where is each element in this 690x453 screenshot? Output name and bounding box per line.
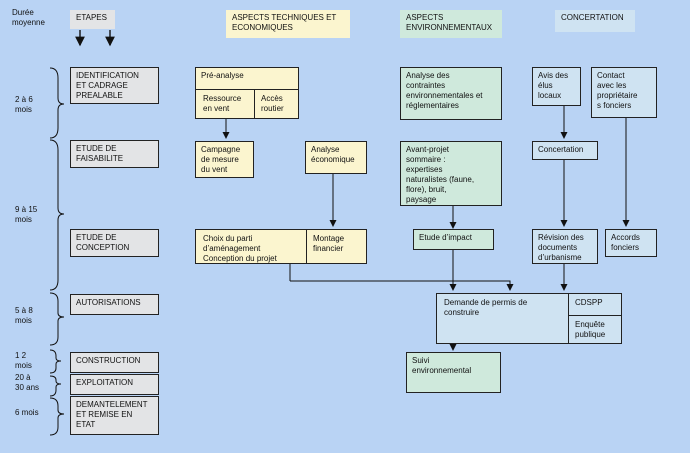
- duration-identification: 2 à 6 mois: [15, 95, 33, 114]
- avis-elus-box: Avis des élus locaux: [532, 67, 581, 106]
- arrow-choix-permis-horizontal: [290, 280, 514, 291]
- etude-impact-box: Etude d’impact: [413, 229, 494, 250]
- avant-projet-box: Avant-projet sommaire : expertises natur…: [400, 141, 502, 206]
- demande-permis-box: Demande de permis de construire CDSPP En…: [436, 293, 622, 344]
- stage-faisabilite: ETUDE DE FAISABILITE: [70, 140, 159, 168]
- accords-fonciers-box: Accords fonciers: [605, 229, 657, 257]
- brace-identification: [49, 67, 65, 139]
- brace-construction: [49, 349, 62, 374]
- analyse-economique-box: Analyse économique: [305, 141, 367, 174]
- tech-header: ASPECTS TECHNIQUES ET ECONOMIQUES: [226, 10, 350, 38]
- pre-analyse-label: Pré-analyse: [201, 71, 244, 80]
- pre-analyse-box: Pré-analyse Ressource en vent Accès rout…: [195, 67, 299, 119]
- stage-autorisations: AUTORISATIONS: [70, 294, 159, 315]
- brace-demantelement: [49, 397, 65, 436]
- brace-exploitation: [49, 375, 62, 397]
- etapes-header: ETAPES: [70, 10, 115, 29]
- campagne-mesure-box: Campagne de mesure du vent: [195, 141, 254, 178]
- concertation-header: CONCERTATION: [555, 10, 635, 32]
- brace-autorisations: [49, 292, 65, 346]
- analyse-contraintes-box: Analyse des contraintes environnementale…: [400, 67, 502, 120]
- stage-exploitation: EXPLOITATION: [70, 374, 159, 395]
- ressource-vent: Ressource en vent: [203, 94, 242, 113]
- env-header: ASPECTS ENVIRONNEMENTAUX: [400, 10, 502, 38]
- duration-construction: 1 2 mois: [15, 351, 32, 370]
- stage-construction: CONSTRUCTION: [70, 352, 159, 373]
- duration-header: Durée moyenne: [12, 8, 45, 27]
- duration-exploitation: 20 à 30 ans: [15, 373, 40, 392]
- duration-autorisations: 5 à 8 mois: [15, 306, 33, 325]
- enquete-publique: Enquête publique: [575, 320, 606, 339]
- revision-urbanisme-box: Révision des documents d’urbanisme: [532, 229, 598, 264]
- cdspp-label: CDSPP: [575, 298, 603, 307]
- acces-routier: Accès routier: [261, 94, 284, 113]
- choix-parti-label: Choix du parti d’aménagement Conception …: [203, 234, 277, 263]
- stage-demantelement: DEMANTELEMENT ET REMISE EN ETAT: [70, 396, 159, 435]
- choix-parti-box: Choix du parti d’aménagement Conception …: [195, 229, 367, 264]
- suivi-environnemental-box: Suivi environnemental: [406, 352, 501, 393]
- stage-identification: IDENTIFICATION ET CADRAGE PREALABLE: [70, 67, 159, 104]
- brace-faisabilite-conception: [49, 139, 65, 291]
- duration-etudes: 9 à 15 mois: [15, 205, 38, 224]
- montage-financier: Montage financier: [313, 234, 345, 253]
- demande-permis-label: Demande de permis de construire: [444, 298, 528, 317]
- contact-proprietaires-box: Contact avec les propriétaire s fonciers: [591, 67, 657, 118]
- duration-demantelement: 6 mois: [15, 408, 39, 417]
- stage-conception: ETUDE DE CONCEPTION: [70, 229, 159, 257]
- concertation-box: Concertation: [532, 141, 598, 160]
